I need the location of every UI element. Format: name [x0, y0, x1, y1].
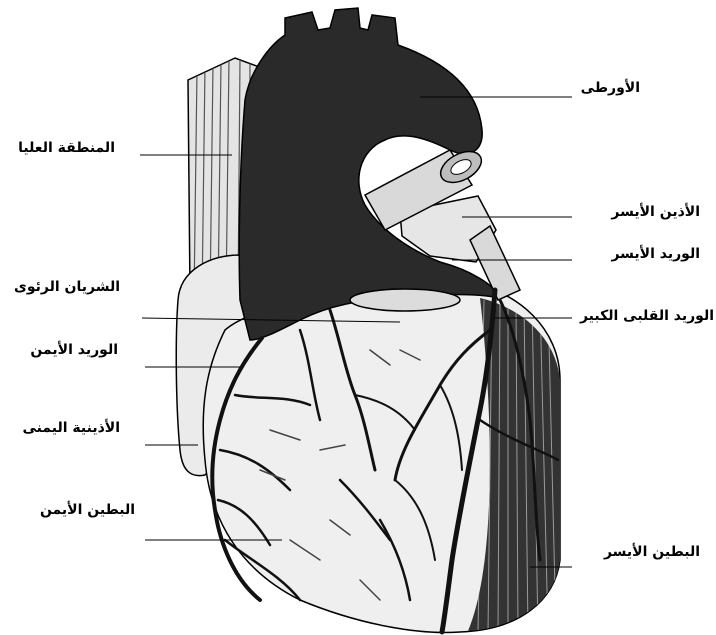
label-left-atrium: الأذين الأيسر [611, 203, 700, 221]
label-upper-region: المنطقة العليا [18, 139, 115, 157]
label-left-vein: الوريد الأيسر [611, 245, 700, 263]
label-aorta: الأورطى [581, 79, 640, 97]
pulmonary-opening [350, 289, 460, 311]
label-right-ventricle: البطين الأيمن [40, 501, 135, 519]
label-left-ventricle: البطين الأيسر [604, 543, 700, 561]
label-great-cardiac-vein: الوريد القلبى الكبير [580, 307, 714, 325]
label-right-vein: الوريد الأيمن [30, 341, 118, 359]
label-right-atrial: الأذينية اليمنى [23, 419, 121, 437]
label-pulmonary-artery: الشريان الرئوى [14, 278, 120, 296]
